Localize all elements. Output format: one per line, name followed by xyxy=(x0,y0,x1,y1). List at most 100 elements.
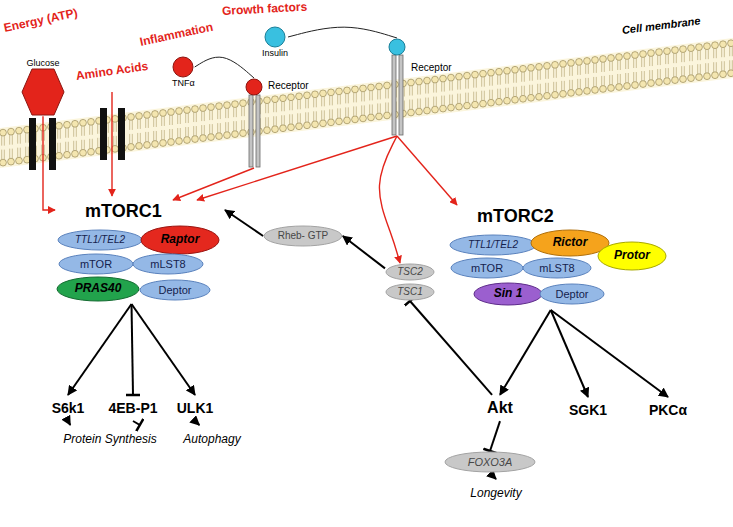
lipid-head xyxy=(376,113,383,120)
lipid-head xyxy=(432,106,439,113)
lipid-tail xyxy=(212,124,213,134)
lipid-head xyxy=(16,127,23,134)
lipid-tail xyxy=(689,51,690,61)
lipid-tail xyxy=(673,67,674,77)
lipid-tail xyxy=(516,87,517,97)
lipid-tail xyxy=(580,79,581,89)
lipid xyxy=(304,92,311,129)
connector xyxy=(490,421,500,451)
lipid-tail xyxy=(481,91,482,101)
oval-shape xyxy=(540,284,604,304)
lipid-tail xyxy=(628,59,629,69)
lipid-tail xyxy=(137,133,138,143)
lipid-tail xyxy=(361,105,362,115)
lipid-tail xyxy=(164,130,165,140)
lipid-tail xyxy=(508,88,509,98)
lipid-tail xyxy=(420,85,421,95)
lipid-head xyxy=(328,119,335,126)
lipid-tail xyxy=(649,70,650,80)
lipid xyxy=(224,102,231,139)
lipid-tail xyxy=(316,111,317,121)
output-text: S6k1 xyxy=(49,395,88,421)
node-label: Deptor xyxy=(158,284,191,297)
lipid-tail xyxy=(513,87,514,97)
lipid-tail xyxy=(169,115,170,125)
lipid-tail xyxy=(44,131,45,141)
lipid-tail xyxy=(57,129,58,139)
lipid-head xyxy=(176,108,183,115)
lipid-tail xyxy=(337,94,338,104)
lipid-tail xyxy=(593,63,594,73)
lipid-tail xyxy=(177,128,178,138)
lipid-tail xyxy=(385,102,386,112)
lipid-tail xyxy=(388,88,389,98)
lipid-head xyxy=(240,100,247,107)
node-label: Longevity xyxy=(470,487,521,501)
lipid-tail xyxy=(724,47,725,57)
lipid-tail xyxy=(265,103,266,113)
lipid-head xyxy=(440,75,447,82)
lipid-head xyxy=(440,105,447,112)
lipid-tail xyxy=(548,69,549,79)
lipid-tail xyxy=(89,139,90,149)
lipid-tail xyxy=(108,123,109,133)
lipid-tail xyxy=(492,76,493,86)
lipid-head xyxy=(672,47,679,54)
lipid-head xyxy=(272,126,279,133)
lipid-tail xyxy=(268,117,269,127)
lipid-tail xyxy=(116,136,117,146)
lipid-tail xyxy=(180,128,181,138)
lipid xyxy=(672,47,679,84)
lipid-tail xyxy=(476,78,477,88)
lipid xyxy=(144,112,151,149)
lipid xyxy=(480,70,487,107)
lipid-tail xyxy=(241,120,242,130)
lipid-tail xyxy=(12,149,13,159)
lipid-tail xyxy=(388,102,389,112)
lipid-tail xyxy=(73,127,74,137)
lipid-head xyxy=(520,65,527,72)
lipid-tail xyxy=(636,72,637,82)
lipid-tail xyxy=(489,76,490,86)
lipid-tail xyxy=(17,134,18,144)
lipid-tail xyxy=(345,93,346,103)
receptor-chain xyxy=(399,55,403,135)
lipid-tail xyxy=(25,147,26,157)
lipid-tail xyxy=(692,65,693,75)
lipid-tail xyxy=(465,93,466,103)
lipid-tail xyxy=(332,95,333,105)
lipid-tail xyxy=(404,87,405,97)
lipid-tail xyxy=(697,64,698,74)
lipid-head xyxy=(368,114,375,121)
protein-oval: Deptor xyxy=(539,283,605,305)
lipid-tail xyxy=(297,113,298,123)
lipid xyxy=(176,108,183,145)
lipid-head xyxy=(232,101,239,108)
lipid-tail xyxy=(425,98,426,108)
lipid-tail xyxy=(409,86,410,96)
lipid-tail xyxy=(561,67,562,77)
lipid xyxy=(712,42,719,79)
lipid-head xyxy=(512,66,519,73)
connector xyxy=(68,421,70,425)
lipid xyxy=(72,120,79,157)
lipid xyxy=(504,67,511,104)
connector xyxy=(132,304,134,395)
lipid-tail xyxy=(420,99,421,109)
lipid-tail xyxy=(329,95,330,105)
lipid-tail xyxy=(140,119,141,129)
ligand-circle xyxy=(172,56,194,78)
lipid-tail xyxy=(273,102,274,112)
lipid-head xyxy=(352,86,359,93)
lipid-tail xyxy=(356,92,357,102)
lipid-head xyxy=(712,72,719,79)
lipid xyxy=(328,89,335,126)
lipid-tail xyxy=(716,62,717,72)
lipid-tail xyxy=(76,141,77,151)
lipid-head xyxy=(600,86,607,93)
node-label: Glucose xyxy=(26,58,59,68)
connector xyxy=(288,27,397,38)
lipid-head xyxy=(680,46,687,53)
lipid-head xyxy=(584,58,591,65)
